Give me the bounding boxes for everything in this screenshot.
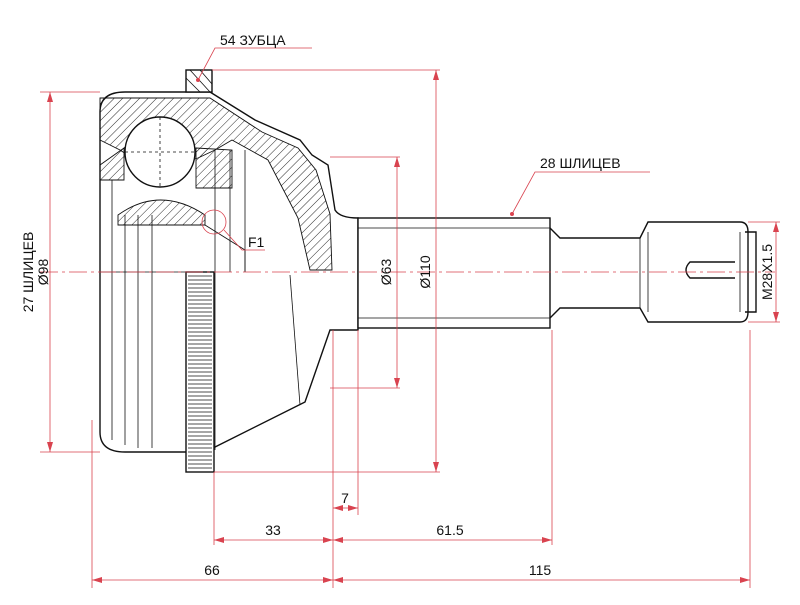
arrow-7-right — [348, 505, 358, 511]
shaft-end-chamfer — [745, 231, 757, 313]
arrow-115-right — [740, 577, 750, 583]
label-thread: M28X1.5 — [759, 244, 775, 300]
arrow-7-left — [333, 505, 343, 511]
label-teeth: 54 ЗУБЦА — [220, 32, 286, 48]
inner-race-hatch — [117, 199, 206, 226]
cage-right-hatch — [195, 147, 233, 189]
inner-race-line — [204, 224, 246, 272]
abs-ring — [185, 271, 215, 473]
taper-line — [289, 274, 301, 406]
arrow-33-left — [214, 537, 224, 543]
leader-f1 — [223, 229, 265, 251]
ext-thread — [748, 221, 780, 323]
arrow-thread-top — [773, 222, 779, 232]
label-outer-splines: 28 ШЛИЦЕВ — [540, 155, 621, 171]
label-abs-diameter: Ø110 — [417, 255, 433, 288]
shaft-slot — [685, 261, 735, 279]
arrow-115-left — [333, 577, 343, 583]
leader-splines-dot — [510, 212, 514, 216]
ball-circle — [124, 116, 196, 188]
label-housing-diameter: Ø63 — [378, 259, 394, 286]
arrow-63-top — [394, 157, 400, 167]
cage-left-hatch — [99, 147, 125, 181]
ball-and-cage — [99, 116, 233, 226]
shaft — [357, 217, 757, 329]
arrow-66-right — [323, 577, 333, 583]
housing-lower-outline — [99, 272, 359, 453]
label-inner-splines: 27 ШЛИЦЕВ — [20, 232, 36, 313]
arrow-98-bot — [47, 442, 53, 452]
dim-value-7: 7 — [341, 490, 349, 506]
arrow-61-5-left — [333, 537, 343, 543]
abs-ring-teeth — [188, 275, 212, 469]
dim-value-61-5: 61.5 — [436, 522, 463, 538]
detail-circle-f1 — [201, 209, 227, 235]
dim-value-66: 66 — [204, 562, 220, 578]
dim-value-33: 33 — [265, 522, 281, 538]
arrow-thread-bot — [773, 312, 779, 322]
arrow-110-top — [433, 70, 439, 80]
dim-value-115: 115 — [529, 562, 552, 578]
arrow-110-bot — [433, 462, 439, 472]
arrow-61-5-right — [542, 537, 552, 543]
arrow-66-left — [92, 577, 102, 583]
leader-teeth-dot — [196, 78, 200, 82]
label-fitting: F1 — [248, 234, 265, 250]
arrow-98-top — [47, 92, 53, 102]
leader-teeth — [197, 47, 312, 81]
label-outer-diameter: Ø98 — [35, 259, 51, 286]
dimension-lines — [40, 47, 780, 588]
arrow-33-right — [323, 537, 333, 543]
arrow-63-bot — [394, 378, 400, 388]
spline-shaft — [357, 217, 551, 329]
leader-splines — [511, 171, 650, 215]
spline-lines — [358, 227, 550, 319]
